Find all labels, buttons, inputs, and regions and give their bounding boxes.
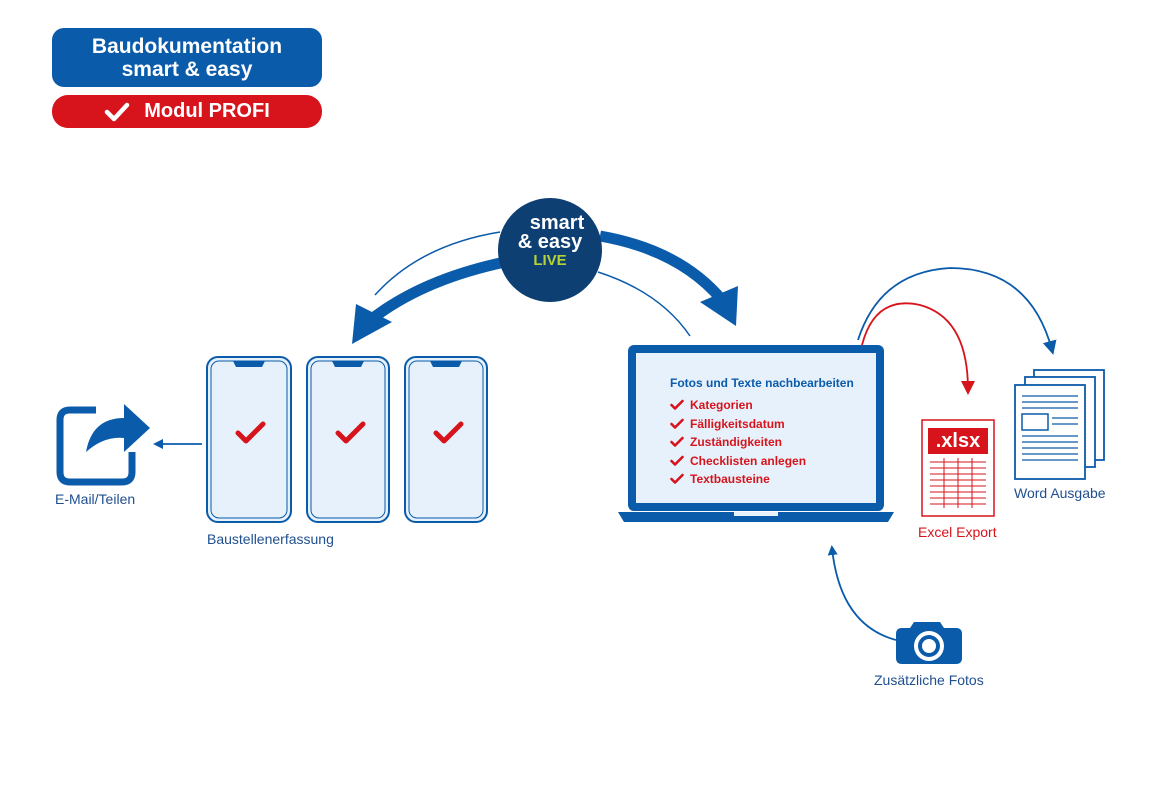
title-line-1: Baudokumentation	[91, 34, 283, 58]
list-item: Fälligkeitsdatum	[670, 415, 870, 434]
list-item: Checklisten anlegen	[670, 452, 870, 471]
list-item: Zuständigkeiten	[670, 433, 870, 452]
share-label: E-Mail/Teilen	[55, 491, 136, 507]
hub-circle	[498, 198, 602, 302]
check-icon	[670, 399, 690, 411]
check-icon	[670, 473, 690, 485]
checkmark-icon	[104, 102, 130, 121]
list-item-label: Fälligkeitsdatum	[690, 416, 785, 431]
camera-icon	[896, 622, 962, 664]
laptop	[618, 345, 894, 522]
excel-label: Excel Export	[918, 524, 997, 540]
module-label: Modul PROFI	[144, 100, 270, 122]
xlsx-file-label: .xlsx	[935, 430, 981, 452]
laptop-screen-title: Fotos und Texte nachbearbeiten	[670, 376, 854, 390]
sync-arrows	[352, 230, 738, 344]
share-icon	[56, 404, 150, 486]
module-badge: Modul PROFI	[52, 95, 322, 128]
laptop-screen-content: Fotos und Texte nachbearbeiten Kategorie…	[670, 376, 870, 489]
list-item-label: Checklisten anlegen	[690, 453, 807, 468]
hub-line-1: smart	[529, 212, 585, 234]
hub-line-2: & easy	[517, 231, 583, 253]
check-icon	[670, 418, 690, 430]
laptop-feature-list: Kategorien Fälligkeitsdatum Zuständigkei…	[670, 396, 870, 489]
excel-icon	[921, 419, 995, 517]
phone-3	[404, 356, 488, 523]
title-badge: Baudokumentation smart & easy	[52, 28, 322, 87]
hub-label: smart & easy LIVE	[498, 212, 602, 270]
phone-1	[206, 356, 292, 523]
word-label: Word Ausgabe	[1014, 485, 1106, 501]
check-icon	[670, 455, 690, 467]
list-item: Kategorien	[670, 396, 870, 415]
list-item-label: Kategorien	[690, 398, 753, 413]
phones-label: Baustellenerfassung	[207, 531, 334, 547]
camera-label: Zusätzliche Fotos	[874, 672, 984, 688]
list-item: Textbausteine	[670, 470, 870, 489]
title-line-2: smart & easy	[121, 57, 253, 81]
list-item-label: Textbausteine	[690, 472, 770, 487]
phone-2	[306, 356, 390, 523]
hub-line-3: LIVE	[533, 252, 567, 269]
check-icon	[670, 436, 690, 448]
word-icon	[1014, 369, 1105, 480]
list-item-label: Zuständigkeiten	[690, 435, 783, 450]
